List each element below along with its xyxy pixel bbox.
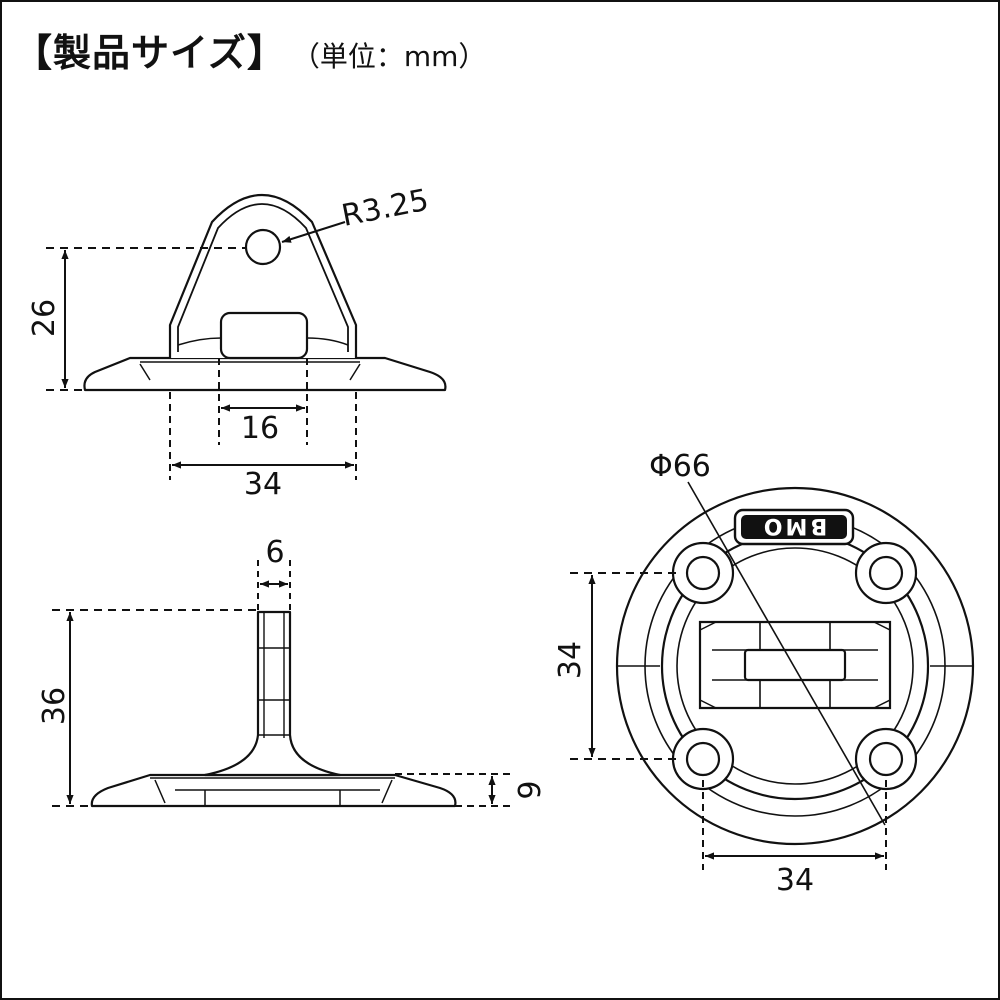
front-center-block (219, 311, 309, 360)
logo-text: BMO (761, 513, 827, 538)
logo-plate (733, 508, 855, 546)
side-post (203, 610, 342, 777)
radius-label: R3.25 (339, 183, 432, 234)
front-inner-width-label: 16 (241, 411, 279, 446)
header: 【製品サイズ】 （単位：mm） (14, 22, 487, 75)
page-title: 【製品サイズ】 (14, 31, 286, 75)
side-base-height-label: 6 (510, 780, 545, 799)
mounting-hole-top-left (671, 541, 735, 605)
top-dimensions (570, 481, 887, 870)
top-horizontal-spacing-label: 34 (776, 863, 814, 898)
top-view (615, 486, 975, 846)
unit-label: （単位：mm） (291, 40, 487, 73)
diameter-line (687, 481, 886, 826)
side-view (90, 610, 457, 808)
front-dimensions (46, 221, 357, 480)
side-dimensions (52, 560, 510, 807)
front-view (83, 193, 447, 392)
front-hole (244, 228, 282, 266)
front-height-label: 26 (27, 299, 62, 337)
mounting-hole-top-right (854, 541, 918, 605)
front-base-plate (83, 356, 447, 392)
front-outer-width-label: 34 (244, 467, 282, 502)
mounting-hole-bottom-right (854, 727, 918, 791)
side-thickness-label: 6 (265, 535, 284, 570)
top-vertical-spacing-label: 34 (553, 641, 588, 679)
side-height-label: 36 (37, 687, 72, 725)
radius-leader (281, 221, 346, 243)
diameter-label: Φ66 (649, 449, 711, 484)
